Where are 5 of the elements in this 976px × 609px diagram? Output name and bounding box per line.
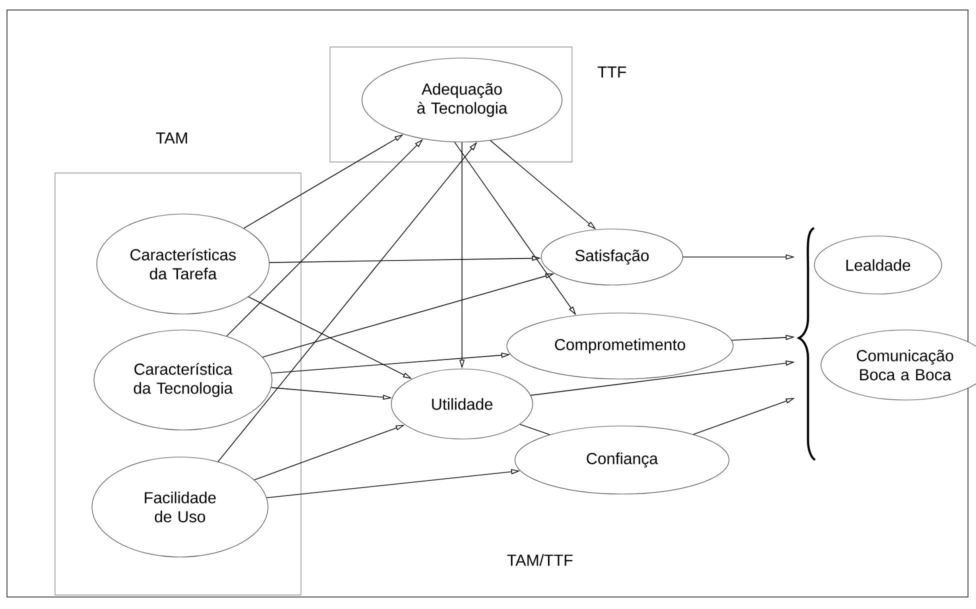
node-label: Comunicação Boca a Boca [856, 350, 954, 380]
node-label: TTF [598, 66, 626, 78]
node-label: TAM [156, 132, 187, 144]
model-label: TAM/TTF [507, 554, 573, 566]
curly-brace [798, 227, 816, 461]
